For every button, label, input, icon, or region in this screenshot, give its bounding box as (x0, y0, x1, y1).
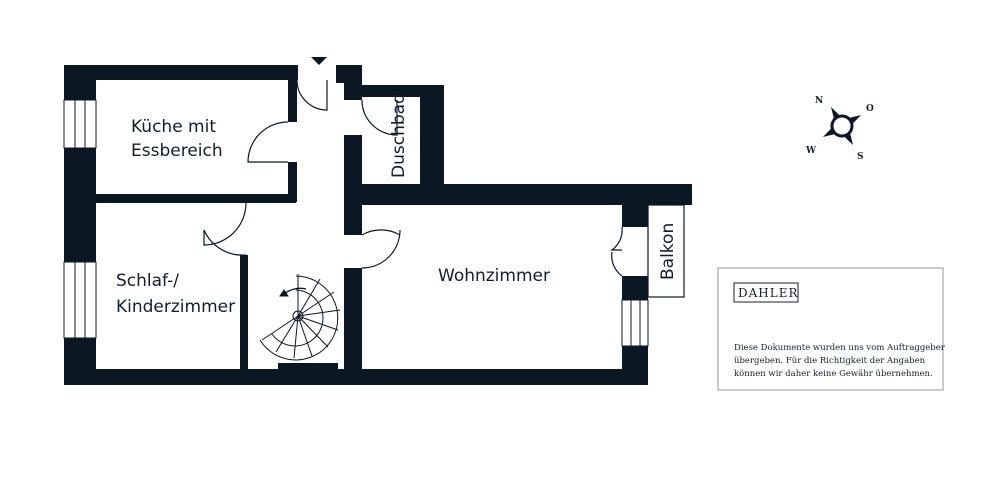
door-swings (203, 79, 623, 277)
balcony-outline (647, 204, 685, 298)
room-label-kueche-line2: Essbereich (131, 141, 223, 161)
room-label-balkon: Balkon (658, 223, 678, 280)
spiral-staircase-icon (259, 274, 341, 361)
info-box: DAHLER Diese Dokumente wurden uns vom Au… (717, 267, 946, 391)
compass-rose-icon (822, 106, 862, 146)
disclaimer-line1: Diese Dokumente wurden uns vom Auftragge… (734, 343, 946, 353)
brand-logo-frame (733, 282, 799, 303)
compass-letter-n: N (815, 96, 823, 106)
compass-letter-w: W (805, 146, 817, 156)
windows (63, 99, 649, 347)
disclaimer-line2: übergeben. Für die Richtigkeit der Angab… (734, 356, 926, 366)
entrance-arrow-icon (311, 57, 327, 65)
room-label-schlaf-line2: Kinderzimmer (116, 297, 235, 317)
room-label-duschbad: Duschbad (389, 93, 409, 178)
room-label-kueche-line1: Küche mit (131, 117, 216, 137)
room-label-wohnzimmer: Wohnzimmer (438, 266, 550, 286)
compass-letter-s: S (857, 152, 864, 162)
brand-logo: DAHLER (738, 286, 799, 300)
compass-letter-o: O (866, 104, 874, 114)
room-label-schlaf-line1: Schlaf-/ (116, 271, 179, 291)
disclaimer-line3: können wir daher keine Gewähr übernehmen… (734, 369, 933, 379)
walls (64, 65, 692, 385)
